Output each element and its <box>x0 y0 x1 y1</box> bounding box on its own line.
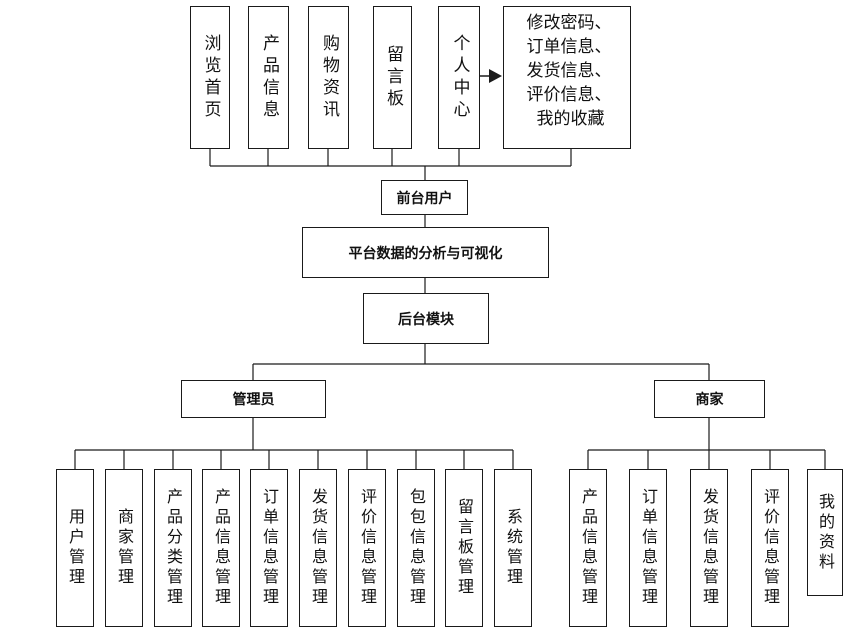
admin-system-management: 系统管理 <box>494 469 532 627</box>
admin-bag-info-management: 包包信息管理 <box>397 469 435 627</box>
merchant-product-info-management: 产品信息管理 <box>569 469 607 627</box>
detail-line: 评价信息、 <box>526 85 612 105</box>
front-item-message-board: 留言板 <box>373 6 412 149</box>
admin-product-category-management: 产品分类管理 <box>154 469 192 627</box>
detail-line: 发货信息、 <box>526 61 612 81</box>
admin-shipping-info-management: 发货信息管理 <box>299 469 337 627</box>
admin-message-board-management: 留言板管理 <box>445 469 483 627</box>
detail-line: 修改密码、 <box>526 13 612 33</box>
arrow-head-icon <box>489 69 502 83</box>
front-item-browse-home: 浏览首页 <box>190 6 230 149</box>
backend-module-box: 后台模块 <box>363 293 489 344</box>
admin-user-management: 用户管理 <box>56 469 94 627</box>
admin-review-info-management: 评价信息管理 <box>348 469 386 627</box>
merchant-shipping-info-management: 发货信息管理 <box>690 469 728 627</box>
front-item-personal-center: 个人中心 <box>438 6 480 149</box>
admin-product-info-management: 产品信息管理 <box>202 469 240 627</box>
admin-box: 管理员 <box>181 380 326 418</box>
admin-order-info-management: 订单信息管理 <box>250 469 288 627</box>
front-item-shopping-news: 购物资讯 <box>308 6 349 149</box>
analysis-box: 平台数据的分析与可视化 <box>302 227 549 278</box>
merchant-review-info-management: 评价信息管理 <box>751 469 789 627</box>
detail-line: 我的收藏 <box>536 109 605 129</box>
merchant-order-info-management: 订单信息管理 <box>629 469 667 627</box>
merchant-my-profile: 我的资料 <box>807 469 843 596</box>
front-user-box: 前台用户 <box>381 180 468 215</box>
personal-center-detail: 修改密码、 订单信息、 发货信息、 评价信息、 我的收藏 <box>503 6 631 149</box>
admin-merchant-management: 商家管理 <box>105 469 143 627</box>
merchant-box: 商家 <box>654 380 765 418</box>
front-item-product-info: 产品信息 <box>248 6 289 149</box>
detail-line: 订单信息、 <box>526 37 612 57</box>
